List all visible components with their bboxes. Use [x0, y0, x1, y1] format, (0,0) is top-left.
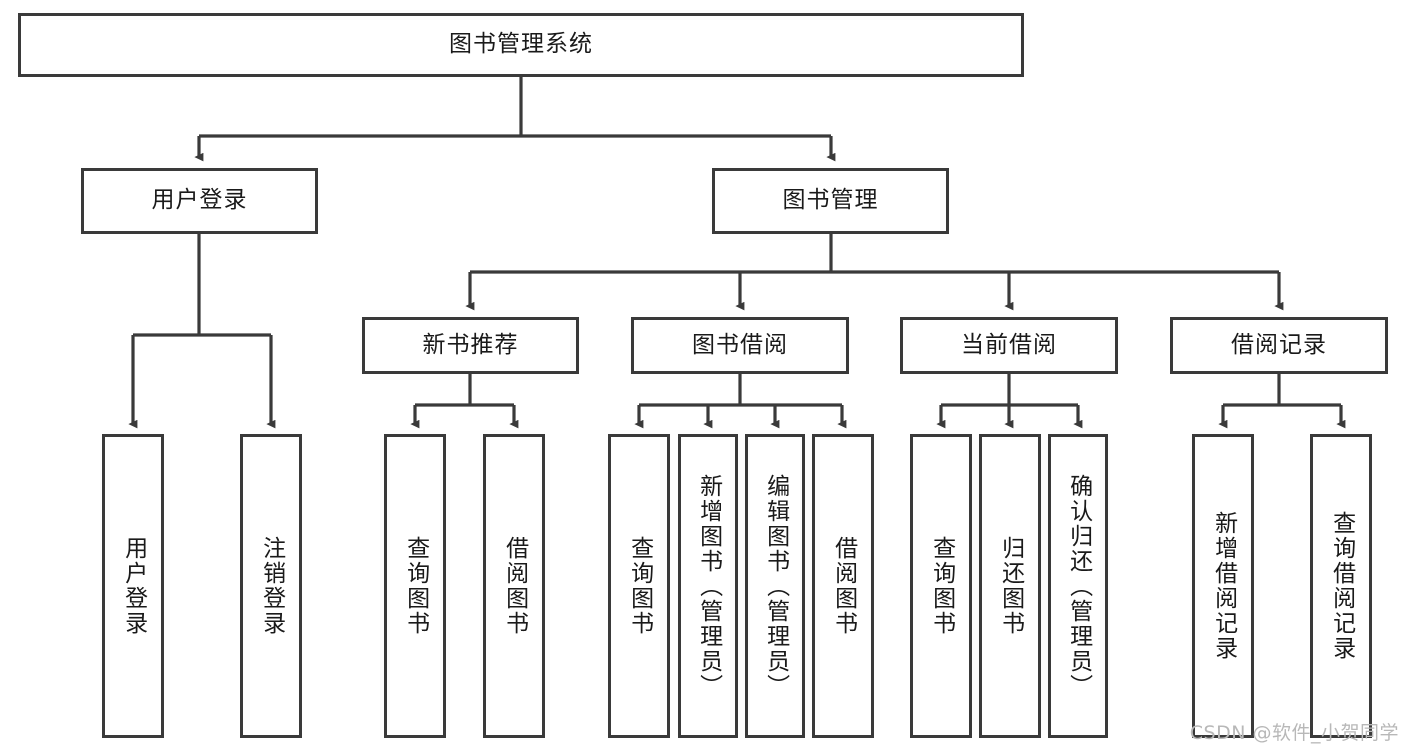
leaf-query-book-1[interactable]: 查询图书	[384, 434, 446, 738]
leaf-borrow-book-2[interactable]: 借阅图书	[812, 434, 874, 738]
leaf-add-book-label: 新增图书（管理员）	[695, 473, 722, 699]
node-book-borrow-label: 图书借阅	[692, 331, 788, 358]
node-current-borrow-label: 当前借阅	[961, 331, 1057, 358]
leaf-query-record-label: 查询借阅记录	[1328, 511, 1355, 661]
leaf-user-login[interactable]: 用户登录	[102, 434, 164, 738]
leaf-query-book-2[interactable]: 查询图书	[608, 434, 670, 738]
node-root-label: 图书管理系统	[449, 31, 593, 58]
leaf-query-book-2-label: 查询图书	[626, 536, 653, 636]
leaf-return-book-label: 归还图书	[997, 536, 1024, 636]
node-user-login-label: 用户登录	[151, 187, 248, 214]
leaf-user-login-label: 用户登录	[120, 536, 147, 636]
leaf-user-logout[interactable]: 注销登录	[240, 434, 302, 738]
leaf-user-logout-label: 注销登录	[258, 536, 285, 636]
node-book-borrow[interactable]: 图书借阅	[631, 317, 849, 374]
node-book-manage-label: 图书管理	[782, 187, 879, 214]
leaf-add-record-label: 新增借阅记录	[1210, 511, 1237, 661]
leaf-confirm-return[interactable]: 确认归还（管理员）	[1048, 434, 1108, 738]
leaf-query-book-1-label: 查询图书	[402, 536, 429, 636]
leaf-query-book-3[interactable]: 查询图书	[910, 434, 972, 738]
watermark: CSDN @软件_小贺同学	[1189, 722, 1399, 744]
leaf-borrow-book-1[interactable]: 借阅图书	[483, 434, 545, 738]
node-borrow-record[interactable]: 借阅记录	[1170, 317, 1388, 374]
leaf-add-record[interactable]: 新增借阅记录	[1192, 434, 1254, 738]
node-current-borrow[interactable]: 当前借阅	[900, 317, 1118, 374]
leaf-borrow-book-2-label: 借阅图书	[830, 536, 857, 636]
leaf-borrow-book-1-label: 借阅图书	[501, 536, 528, 636]
node-new-book-recommend-label: 新书推荐	[422, 331, 519, 358]
leaf-confirm-return-label: 确认归还（管理员）	[1065, 473, 1092, 699]
node-new-book-recommend[interactable]: 新书推荐	[362, 317, 579, 374]
leaf-edit-book-label: 编辑图书（管理员）	[762, 473, 789, 699]
leaf-query-record[interactable]: 查询借阅记录	[1310, 434, 1372, 738]
leaf-add-book[interactable]: 新增图书（管理员）	[678, 434, 738, 738]
node-book-manage[interactable]: 图书管理	[712, 168, 949, 234]
leaf-return-book[interactable]: 归还图书	[979, 434, 1041, 738]
leaf-edit-book[interactable]: 编辑图书（管理员）	[745, 434, 805, 738]
node-user-login[interactable]: 用户登录	[81, 168, 318, 234]
node-root[interactable]: 图书管理系统	[18, 13, 1024, 77]
leaf-query-book-3-label: 查询图书	[928, 536, 955, 636]
node-borrow-record-label: 借阅记录	[1231, 331, 1327, 358]
